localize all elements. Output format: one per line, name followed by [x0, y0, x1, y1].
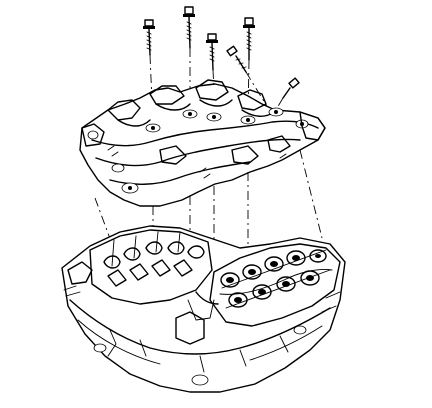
upper-intake-manifold — [79, 79, 326, 207]
bolt-2 — [183, 6, 195, 49]
engine-block — [61, 225, 346, 393]
bolt-1 — [143, 19, 155, 56]
bolt-3 — [206, 33, 218, 71]
right-head-rockers — [219, 249, 333, 309]
bolt-5-guide-line — [245, 71, 269, 109]
bolt-4 — [243, 17, 255, 61]
guide-line-far-right — [299, 149, 323, 239]
left-head-rockers — [103, 231, 205, 287]
bolt-5 — [226, 45, 247, 73]
bolt-6-guide-line — [276, 97, 284, 109]
bolt-6 — [282, 77, 300, 99]
